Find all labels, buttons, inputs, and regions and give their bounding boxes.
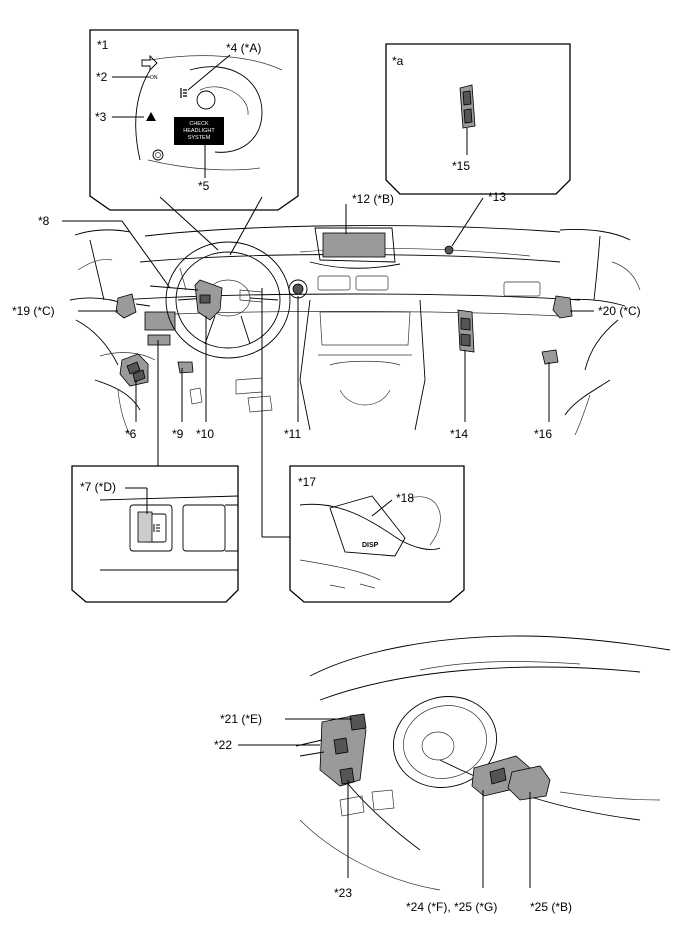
label-4: *4 (*A) [226,41,261,55]
label-24: *24 (*F), *25 (*G) [406,900,497,914]
label-23: *23 [334,886,352,900]
label-20: *20 (*C) [598,304,641,318]
label-12: *12 (*B) [352,192,394,206]
callout-box-17: DISP [289,465,465,603]
warning-text-line2: HEADLIGHT [183,128,215,134]
interior-dashboard-view [69,225,641,436]
label-17: *17 [298,475,316,489]
label-5: *5 [198,179,210,193]
label-15: *15 [452,159,470,173]
label-11: *11 [284,427,301,441]
label-21: *21 (*E) [220,712,262,726]
label-9: *9 [172,427,184,441]
label-19: *19 (*C) [12,304,55,318]
headlight-leveling-icon [153,524,160,532]
callout-box-1-meter: CHECK HEADLIGHT SYSTEM ON [89,29,299,211]
disp-button-text: DISP [362,542,379,549]
label-a: *a [392,54,404,68]
label-6: *6 [125,427,137,441]
callout-box-a [385,43,571,195]
label-18: *18 [396,491,414,505]
label-8: *8 [38,214,50,228]
label-1: *1 [97,38,109,52]
warning-triangle-icon [146,112,156,121]
lower-interior-view [295,635,671,891]
label-14: *14 [450,427,468,441]
label-10: *10 [196,427,214,441]
label-16: *16 [534,427,552,441]
callout-box-7 [71,465,239,603]
label-3: *3 [95,110,107,124]
label-22: *22 [214,738,232,752]
label-25: *25 (*B) [530,900,572,914]
label-13: *13 [488,190,506,204]
warning-text-line1: CHECK [189,121,209,127]
label-7: *7 (*D) [80,480,116,494]
headlight-icon [180,88,187,98]
indicator-text: ON [150,75,158,81]
warning-text-line3: SYSTEM [188,135,211,141]
label-2: *2 [96,70,108,84]
